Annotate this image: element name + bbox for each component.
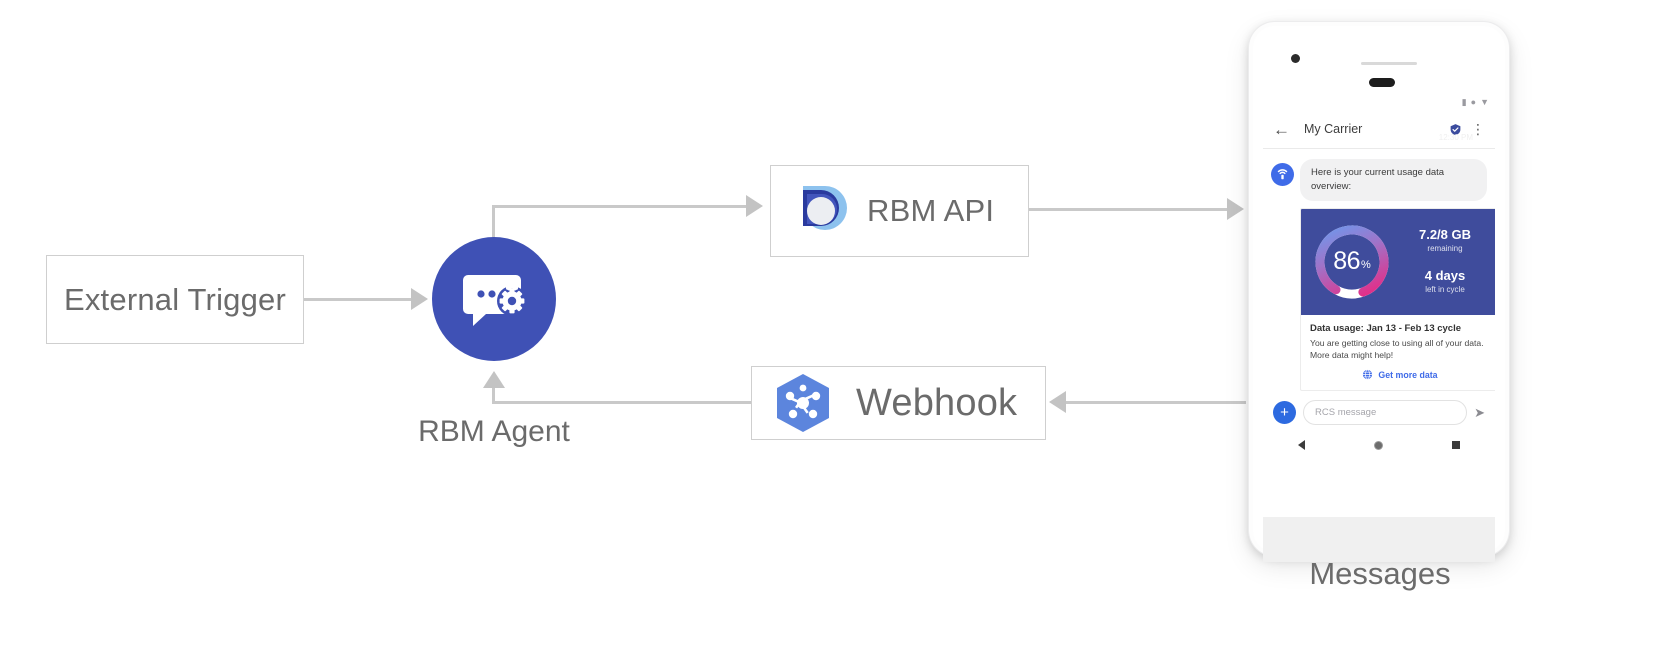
usage-gauge: 86 % (1310, 220, 1394, 304)
rbm-api-logo (797, 186, 847, 230)
carrier-antenna-icon (1271, 163, 1294, 186)
rcs-message-placeholder: RCS message (1315, 407, 1377, 419)
nav-recents-icon[interactable] (1452, 441, 1461, 450)
external-trigger-label: External Trigger (63, 281, 287, 317)
arrowhead-webhook-to-agent (483, 371, 505, 388)
gauge-number: 86 (1333, 247, 1361, 276)
message-composer: + RCS message ➤ (1263, 391, 1495, 433)
stat-spacer (1400, 255, 1490, 268)
webhook-hexagon-icon (777, 374, 829, 432)
get-more-data-button[interactable]: Get more data (1310, 361, 1490, 383)
rich-card[interactable]: 86 % 7.2/8 GB remaining 4 days left in c… (1300, 207, 1495, 392)
stat-days-left: 4 days (1424, 268, 1466, 284)
phone-device: ▮ ● ▼ ← My Carrier ⋮ (1249, 22, 1509, 562)
nav-back-icon[interactable] (1297, 440, 1305, 451)
connector-agent-up (492, 205, 495, 253)
status-bar: ▮ ● ▼ (1263, 94, 1495, 110)
card-title: Data usage: Jan 13 - Feb 13 cycle (1310, 322, 1462, 334)
gauge-unit: % (1361, 259, 1371, 272)
hero-stats: 7.2/8 GB remaining 4 days left in cycle (1394, 227, 1490, 295)
verified-shield-icon[interactable] (1449, 123, 1462, 136)
node-rbm-agent[interactable] (432, 237, 556, 361)
node-rbm-api[interactable]: RBM API (770, 165, 1029, 257)
message-timestamp: 12:30 PM (1438, 133, 1473, 142)
connector-trigger-to-agent (304, 298, 413, 301)
plus-icon[interactable]: + (1273, 401, 1296, 425)
send-icon[interactable]: ➤ (1474, 405, 1485, 421)
app-bar-title: My Carrier (1304, 122, 1363, 136)
arrowhead-api-to-phone (1227, 198, 1244, 220)
messages-label: Messages (1309, 556, 1451, 591)
agent-message-bubble: Here is your current usage data overview… (1300, 159, 1487, 201)
agent-message-row: Here is your current usage data overview… (1271, 159, 1487, 201)
webhook-label: Webhook (856, 381, 1018, 424)
stat-days-left-sub: left in cycle (1425, 284, 1465, 294)
rcs-message-input[interactable]: RCS message (1303, 400, 1468, 426)
rbm-agent-label: RBM Agent (418, 415, 570, 448)
stat-data-remaining-sub: remaining (1427, 244, 1463, 254)
arrowhead-phone-to-webhook (1049, 391, 1066, 413)
connector-api-to-phone (1029, 208, 1241, 211)
connector-webhook-to-agent (492, 401, 751, 404)
signal-icon: ▮ (1461, 96, 1467, 107)
nav-home-icon[interactable] (1373, 440, 1383, 450)
gauge-value: 86 % (1310, 220, 1394, 304)
chat-gear-icon (463, 275, 527, 326)
arrowhead-trigger-to-agent (411, 288, 428, 310)
wifi-icon: ● (1470, 96, 1477, 107)
app-bar: ← My Carrier ⋮ (1263, 110, 1495, 149)
node-webhook[interactable]: Webhook (751, 366, 1046, 440)
card-hero: 86 % 7.2/8 GB remaining 4 days left in c… (1301, 208, 1495, 315)
get-more-data-label: Get more data (1378, 369, 1438, 380)
connector-agent-to-api (492, 205, 748, 208)
card-body: Data usage: Jan 13 - Feb 13 cycle You ar… (1301, 315, 1495, 391)
conversation-area: 12:30 PM Here is your current usage data… (1263, 133, 1495, 392)
speaker-grille (1361, 62, 1417, 65)
connector-phone-to-webhook (1066, 401, 1246, 404)
arrowhead-agent-to-api (746, 195, 763, 217)
stat-data-remaining: 7.2/8 GB (1418, 227, 1472, 243)
card-description: You are getting close to using all of yo… (1310, 337, 1484, 360)
globe-icon (1362, 369, 1373, 380)
overflow-menu-icon[interactable]: ⋮ (1471, 121, 1485, 137)
phone-screen: ▮ ● ▼ ← My Carrier ⋮ (1263, 94, 1495, 517)
rbm-api-label: RBM API (867, 193, 995, 228)
app-bar-actions: ⋮ (1449, 122, 1485, 136)
front-camera-icon (1291, 54, 1300, 63)
system-nav-bar (1263, 432, 1495, 459)
node-external-trigger[interactable]: External Trigger (46, 255, 304, 344)
earpiece (1369, 78, 1395, 87)
connector-agent-up-from-webhook (492, 388, 495, 402)
back-arrow-icon[interactable]: ← (1273, 119, 1290, 139)
phone-chin (1263, 517, 1495, 562)
battery-icon: ▼ (1480, 96, 1489, 107)
